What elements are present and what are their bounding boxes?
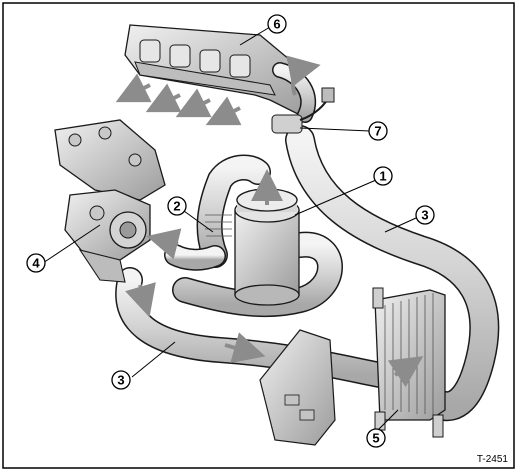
svg-text:7: 7 [374, 124, 381, 139]
svg-text:5: 5 [372, 431, 379, 446]
mounting-bracket [259, 329, 336, 446]
callout-3-lower: 3 [111, 370, 131, 390]
svg-text:1: 1 [379, 169, 386, 184]
callout-6: 6 [267, 14, 287, 34]
callout-5: 5 [366, 428, 386, 448]
svg-text:3: 3 [117, 373, 124, 388]
airflow-arrows [115, 55, 424, 388]
svg-text:4: 4 [32, 256, 40, 271]
callout-7: 7 [368, 121, 388, 141]
intercooler [372, 287, 446, 438]
charge-pressure-sensor [271, 87, 335, 134]
intake-manifold [124, 24, 317, 123]
callout-leaders [42, 26, 417, 433]
air-filter-housing [234, 188, 300, 306]
callout-3-right: 3 [415, 205, 435, 225]
turbocharger [64, 189, 151, 283]
callout-1: 1 [373, 166, 393, 186]
callout-2: 2 [167, 196, 187, 216]
svg-text:6: 6 [273, 17, 280, 32]
callout-4: 4 [26, 253, 46, 273]
svg-text:2: 2 [173, 199, 180, 214]
exhaust-manifold [54, 119, 166, 201]
figure-reference-code: T-2451 [477, 454, 509, 465]
svg-text:3: 3 [421, 208, 428, 223]
